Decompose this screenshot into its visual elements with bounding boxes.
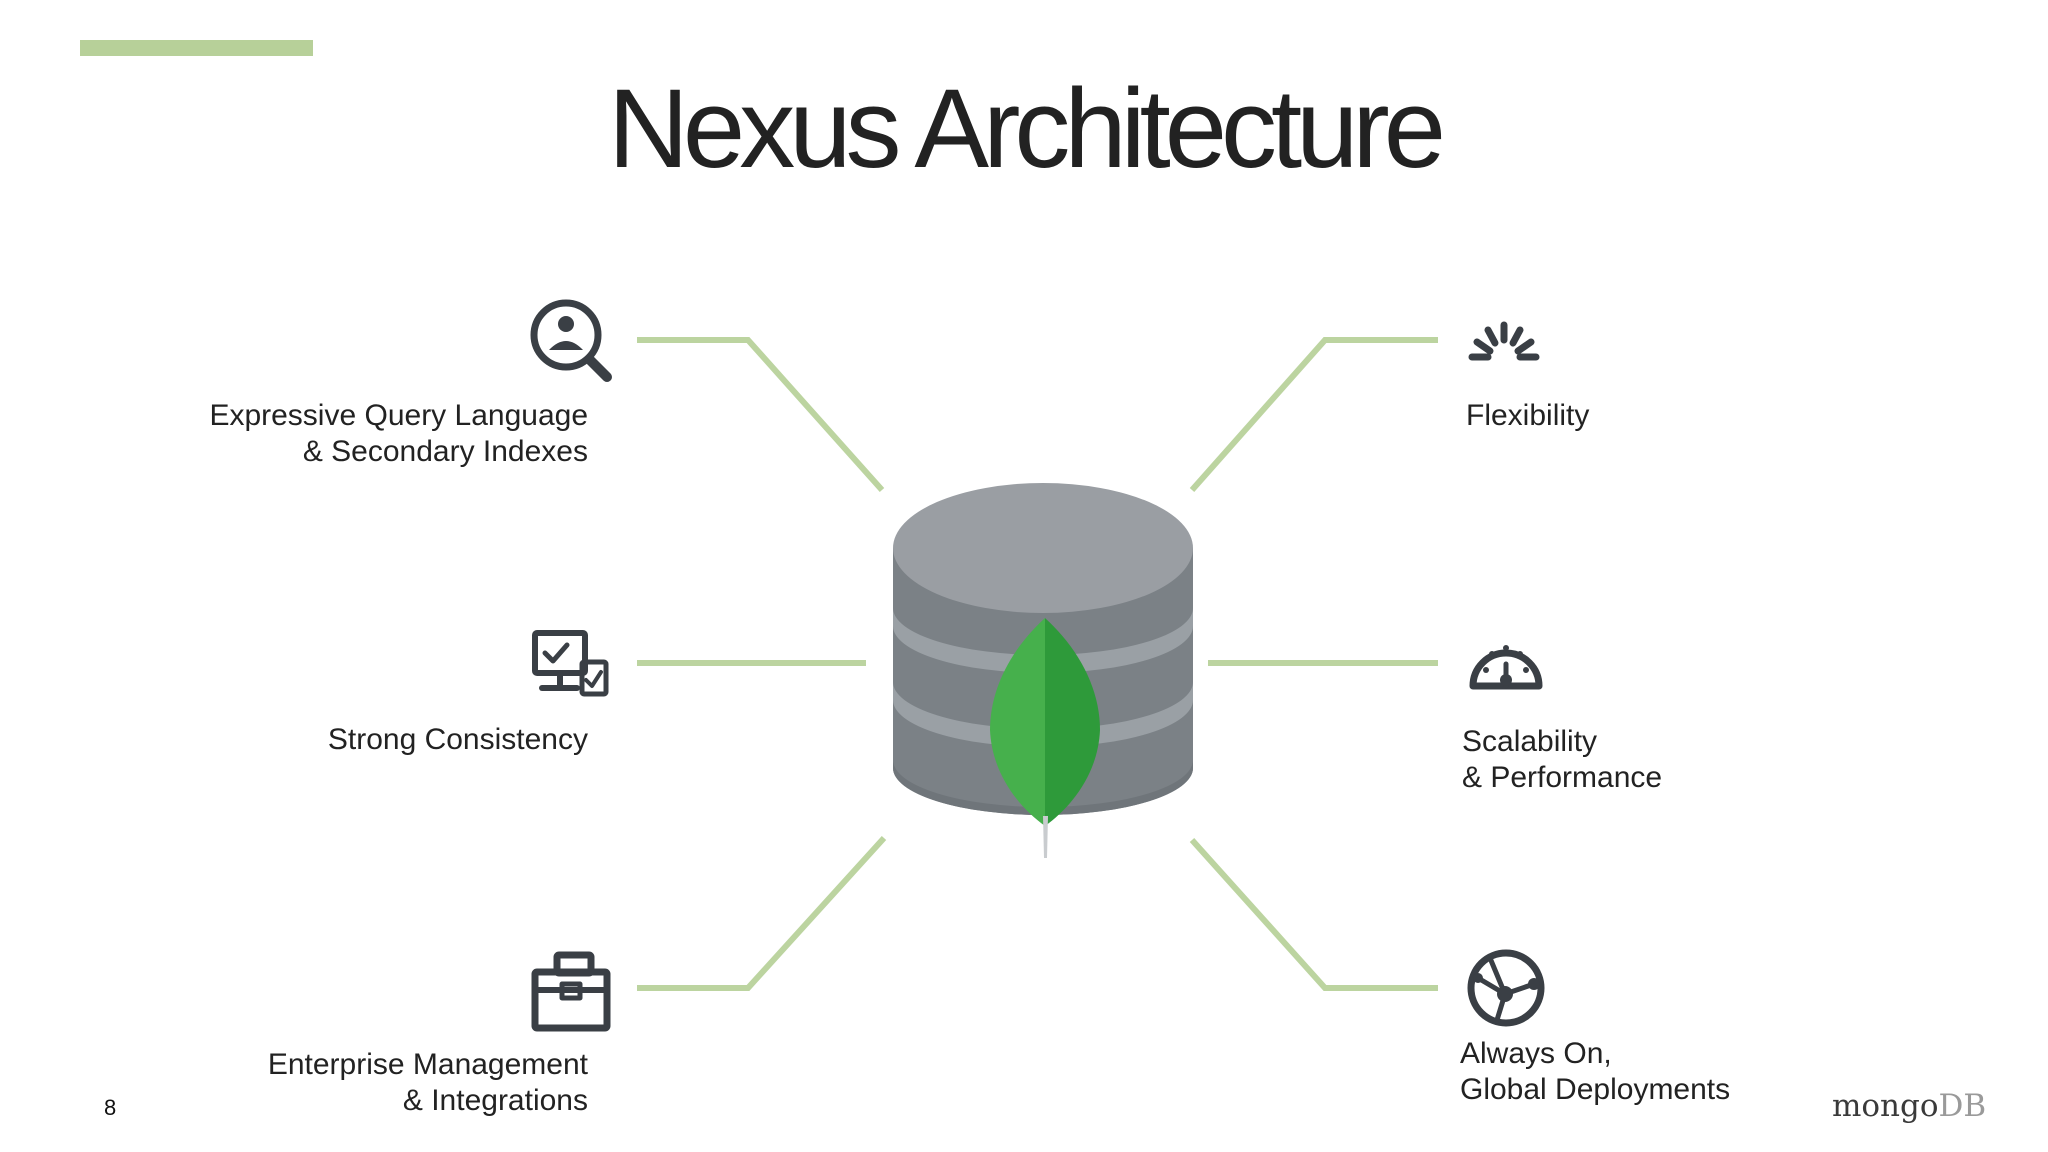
globe-network-icon	[1467, 949, 1545, 1027]
feature-label-scalability: Scalability & Performance	[1462, 725, 1663, 794]
database-icon	[893, 483, 1193, 858]
connector-query	[637, 337, 885, 492]
feature-label-enterprise: Enterprise Management & Integrations	[267, 1048, 588, 1117]
mongodb-logo: mongoDB	[1832, 1088, 1986, 1124]
connector-global	[1189, 837, 1438, 991]
connector-enterprise	[637, 835, 887, 991]
magnifier-user-icon	[530, 299, 612, 382]
page-number: 8	[104, 1095, 117, 1120]
feature-label-consistency: Strong Consistency	[327, 723, 588, 756]
slide-title: Nexus Architecture	[608, 66, 1446, 191]
connector-lines	[637, 337, 1438, 991]
burst-icon	[1468, 321, 1540, 361]
leaf-icon	[990, 618, 1100, 858]
logo-db: DB	[1938, 1088, 1987, 1124]
connector-flexibility	[1189, 337, 1438, 492]
logo-mongo: mongo	[1832, 1088, 1939, 1124]
accent-bar	[80, 40, 313, 56]
briefcase-icon	[531, 951, 611, 1032]
feature-label-query: Expressive Query Language & Secondary In…	[209, 399, 588, 468]
feature-label-flexibility: Flexibility	[1466, 399, 1590, 432]
speedometer-icon	[1469, 645, 1543, 690]
monitor-checklist-icon	[532, 630, 609, 697]
feature-label-global: Always On, Global Deployments	[1460, 1037, 1731, 1106]
